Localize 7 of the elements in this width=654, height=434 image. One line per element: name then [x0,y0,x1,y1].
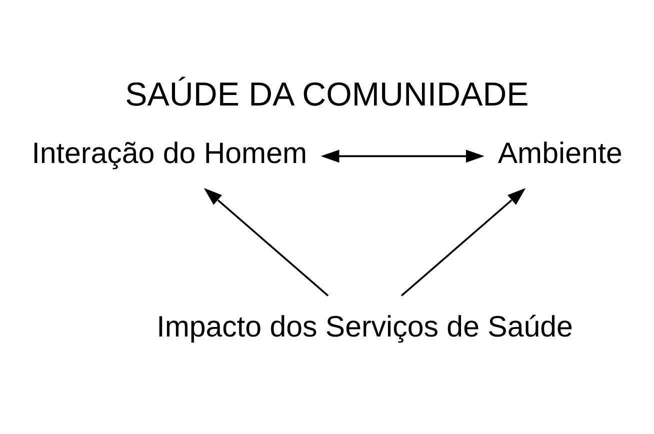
node-text: Interação do Homem [32,137,308,170]
node-text: Impacto dos Serviços de Saúde [156,310,573,344]
node-text: Ambiente [498,137,622,170]
arrow [204,188,329,296]
arrow [400,188,526,296]
diagram-title: SAÚDE DA COMUNIDADE [125,76,529,114]
arrow [320,150,484,163]
